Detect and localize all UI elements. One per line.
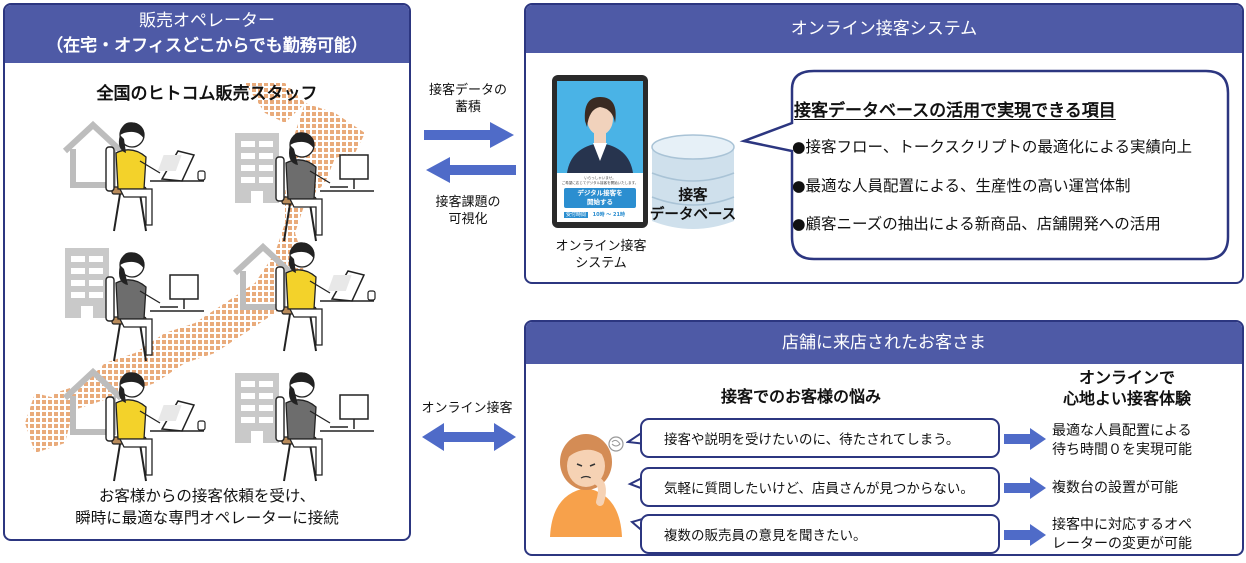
- database-label: 接客 データベース: [644, 187, 742, 225]
- arrow-right-icon: [1004, 477, 1046, 499]
- operator-person-5: [105, 371, 206, 482]
- database-icon: [651, 134, 735, 229]
- benefits-heading-line1: オンラインで: [1078, 368, 1175, 387]
- arrow-right-icon: [1004, 428, 1046, 450]
- arrow-left-icon: [426, 157, 516, 183]
- operator-panel-title-sub: （在宅・オフィスどこからでも勤務可能）: [46, 36, 368, 56]
- system-panel-header: オンライン接客システム: [526, 5, 1242, 53]
- operator-subtitle: 全国のヒトコム販売スタッフ: [96, 84, 318, 104]
- worry-bubble-1: 接客や説明を受けたいのに、待たされてしまう。: [640, 418, 1000, 458]
- japan-map: [25, 83, 365, 453]
- operator-illustration: [25, 83, 376, 482]
- arrow-both-icon: [422, 423, 516, 451]
- database-label-line1: 接客: [678, 188, 708, 204]
- operator-panel-header: 販売オペレーター （在宅・オフィスどこからでも勤務可能）: [5, 5, 409, 63]
- tablet-device: いらっしゃいませ。 ご希望に応じてデジタル接客を開始いたします。 デジタル接客を…: [552, 75, 648, 228]
- speech-bubble: [739, 69, 1230, 261]
- benefit-3-line1: 接客中に対応するオペ: [1052, 517, 1192, 533]
- store-panel: 店舗に来店されたお客さま 接客でのお客様の悩み オンラインで 心地よい接客体験 …: [524, 320, 1244, 556]
- benefit-2-line1: 複数台の設置が可能: [1052, 480, 1178, 496]
- worry-bubble-3: 複数の販売員の意見を聞きたい。: [640, 514, 1000, 554]
- operator-person-1: [105, 121, 206, 232]
- benefit-1: 最適な人員配置による 待ち時間０を実現可能: [1052, 422, 1192, 460]
- benefit-1-line2: 待ち時間０を実現可能: [1052, 442, 1192, 458]
- benefits-heading: オンラインで 心地よい接客体験: [1042, 367, 1212, 409]
- arrow-right-icon: [1004, 524, 1046, 546]
- flow-label-online: オンライン接客: [421, 401, 513, 416]
- tablet-small-text-1: いらっしゃいませ。: [584, 176, 616, 180]
- flow-label-accumulate: 接客データの 蓄積: [418, 82, 518, 116]
- avatar-icon: [557, 81, 643, 173]
- bubble-bullet-2: ●最適な人員配置による、生産性の高い運営体制: [792, 177, 1131, 195]
- flow-label-visualize: 接客課題の 可視化: [418, 194, 518, 228]
- operator-panel: 販売オペレーター （在宅・オフィスどこからでも勤務可能）: [3, 3, 411, 541]
- benefits-heading-line2: 心地よい接客体験: [1062, 389, 1191, 408]
- tablet-hours: 受付時間 10時 ～ 21時: [564, 211, 636, 219]
- operator-footer-line1: お客様からの接客依頼を受け、: [98, 487, 316, 505]
- benefit-2: 複数台の設置が可能: [1052, 479, 1178, 498]
- building-icon: [235, 133, 279, 203]
- flow-label-visualize-line1: 接客課題の: [435, 195, 501, 210]
- operator-panel-title: 販売オペレーター: [139, 11, 275, 31]
- system-panel: オンライン接客システム いらっしゃいませ。 ご希望に応じてデジタル接客を開始いた…: [524, 3, 1244, 284]
- tablet-caption: オンライン接客 システム: [536, 238, 666, 272]
- benefit-3-line2: レーターの変更が可能: [1052, 536, 1192, 552]
- tablet-hours-value: 10時 ～ 21時: [592, 212, 626, 218]
- bubble-bullet-1: ●接客フロー、トークスクリプトの最適化による実績向上: [792, 138, 1192, 156]
- operator-footer: お客様からの接客依頼を受け、 瞬時に最適な専門オペレーターに接続: [5, 485, 409, 529]
- flow-label-accumulate-line1: 接客データの: [428, 83, 507, 98]
- operator-person-4: [275, 241, 376, 352]
- tablet-small-text-2: ご希望に応じてデジタル接客を開始いたします。: [561, 181, 639, 185]
- operator-person-6: [275, 371, 375, 482]
- tablet-hours-tag: 受付時間: [564, 212, 589, 218]
- tablet-start-button[interactable]: デジタル接客を 開始する: [564, 188, 636, 208]
- arrow-right-icon: [424, 122, 514, 148]
- database-label-line2: データベース: [649, 207, 737, 223]
- building-icon: [235, 373, 279, 443]
- bubble-bullet-3: ●顧客ニーズの抽出による新商品、店舗開発への活用: [792, 215, 1161, 233]
- store-panel-header: 店舗に来店されたお客さま: [526, 322, 1242, 364]
- operator-footer-line2: 瞬時に最適な専門オペレーターに接続: [75, 509, 339, 527]
- tablet-caption-line1: オンライン接客: [555, 239, 647, 254]
- bubble-title: 接客データベースの活用で実現できる項目: [794, 101, 1116, 121]
- worries-heading: 接客でのお客様の悩み: [721, 387, 882, 406]
- benefit-1-line1: 最適な人員配置による: [1052, 423, 1192, 439]
- flow-label-accumulate-line2: 蓄積: [454, 100, 481, 115]
- building-icon: [65, 248, 109, 318]
- benefit-3: 接客中に対応するオペ レーターの変更が可能: [1052, 516, 1192, 554]
- tablet-start-button-line1: デジタル接客を: [577, 189, 623, 197]
- tablet-screen: いらっしゃいませ。 ご希望に応じてデジタル接客を開始いたします。 デジタル接客を…: [557, 81, 643, 222]
- tablet-caption-line2: システム: [575, 256, 627, 271]
- tablet-start-button-line2: 開始する: [587, 198, 613, 206]
- worry-bubble-2: 気軽に質問したいけど、店員さんが見つからない。: [640, 467, 1000, 507]
- worried-customer-icon: [550, 434, 624, 537]
- flow-label-visualize-line2: 可視化: [448, 212, 488, 227]
